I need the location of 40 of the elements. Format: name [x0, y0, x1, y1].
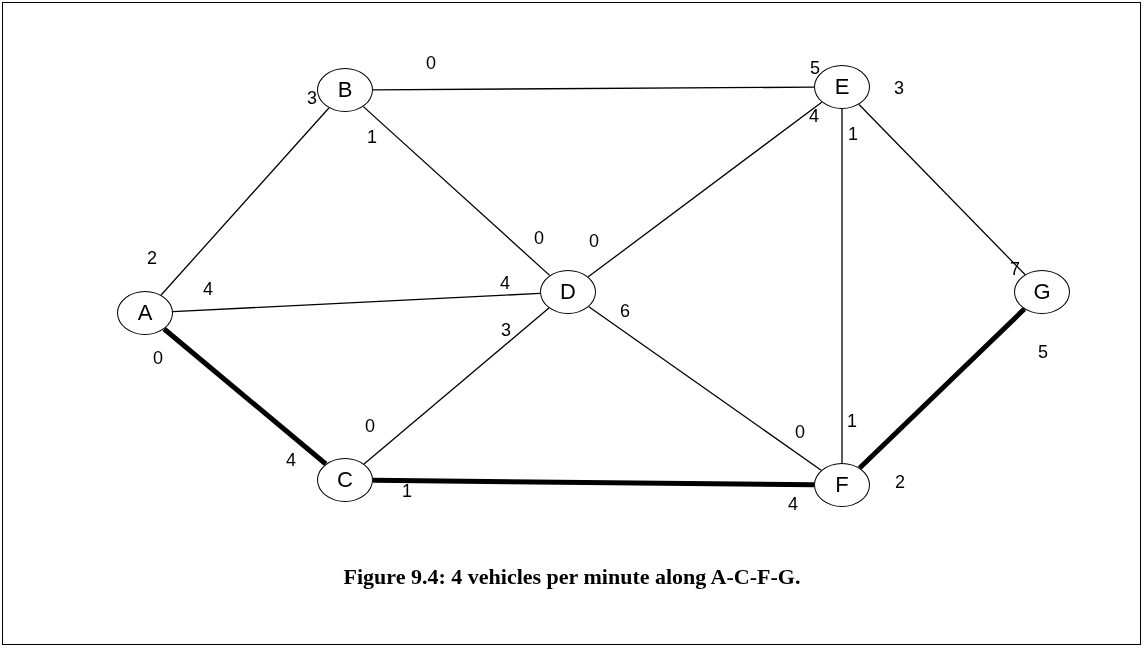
road-line — [363, 307, 550, 465]
flow-value: 0 — [795, 423, 805, 441]
node-ellipse: F — [814, 463, 870, 507]
node-ellipse: B — [317, 68, 373, 112]
flow-value: 0 — [426, 54, 436, 72]
road-line — [588, 306, 822, 471]
road-line — [587, 101, 823, 278]
flow-value: 0 — [153, 349, 163, 367]
road-line — [162, 327, 328, 466]
flow-value: 1 — [367, 128, 377, 146]
flow-value: 2 — [895, 473, 905, 491]
road-line — [160, 107, 330, 296]
node-ellipse: A — [117, 291, 173, 335]
road-line — [372, 86, 815, 91]
flow-value: 4 — [286, 451, 296, 469]
flow-value: 4 — [809, 107, 819, 125]
road-line — [362, 105, 551, 277]
road-line — [372, 477, 815, 488]
flow-value: 3 — [501, 321, 511, 339]
flow-value: 4 — [500, 274, 510, 292]
road-line — [858, 103, 1026, 276]
flow-value: 1 — [402, 482, 412, 500]
flow-value: 3 — [307, 89, 317, 107]
flow-value: 4 — [203, 280, 213, 298]
flow-value: 0 — [365, 417, 375, 435]
road-line — [172, 292, 541, 313]
road-line — [841, 108, 843, 464]
node-ellipse: C — [317, 458, 373, 502]
flow-value: 1 — [847, 412, 857, 430]
flow-value: 3 — [894, 79, 904, 97]
node-ellipse: D — [540, 270, 596, 314]
flow-value: 1 — [848, 125, 858, 143]
flow-value: 4 — [788, 495, 798, 513]
flow-value: 6 — [620, 302, 630, 320]
flow-value: 0 — [534, 229, 544, 247]
flow-value: 2 — [147, 249, 157, 267]
figure-caption: Figure 9.4: 4 vehicles per minute along A-C-F-G. — [342, 566, 802, 588]
flow-value: 5 — [1038, 343, 1048, 361]
flow-value: 0 — [589, 232, 599, 250]
road-line — [857, 307, 1027, 470]
